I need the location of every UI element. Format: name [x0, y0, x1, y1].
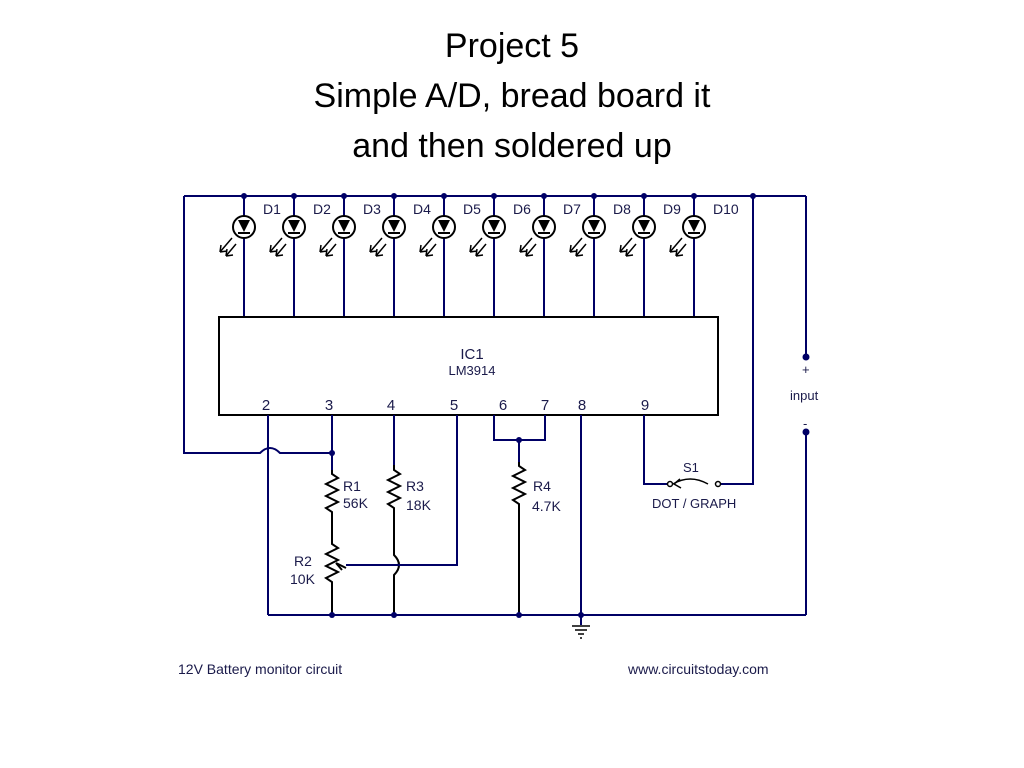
ic-pin-label: 8: [578, 397, 586, 414]
led-4: [369, 193, 406, 317]
title-line-3: and then soldered up: [352, 127, 672, 165]
title-line-2: Simple A/D, bread board it: [313, 77, 711, 115]
switch-mode-label: DOT / GRAPH: [652, 496, 736, 511]
r1-ref-label: R1: [343, 478, 361, 494]
r2-value-label: 10K: [290, 571, 316, 587]
led-1: [219, 193, 256, 317]
led-6: [469, 193, 506, 317]
led-ref-label: D10: [713, 201, 739, 217]
led-7: [519, 193, 556, 317]
led-9: [619, 193, 656, 317]
led-ref-label: D9: [663, 201, 681, 217]
pin5-wire: [346, 415, 458, 566]
r4-ref-label: R4: [533, 478, 551, 494]
r1-value-label: 56K: [343, 495, 369, 511]
r3-ref-label: R3: [406, 478, 424, 494]
led-ref-label: D3: [363, 201, 381, 217]
switch-ref-label: S1: [683, 460, 699, 475]
ic-pin-label: 2: [262, 397, 270, 414]
ground-icon: [572, 625, 590, 639]
led-5: [419, 193, 456, 317]
r2-wiper-arrow: [335, 562, 347, 571]
r4-value-label: 4.7K: [532, 498, 561, 514]
resistor-r3: [385, 465, 403, 615]
d10-wire: [720, 196, 754, 485]
input-plus-terminal[interactable]: [802, 353, 810, 361]
switch-s1[interactable]: [666, 478, 722, 489]
led-3: [319, 193, 356, 317]
led-10: [669, 193, 706, 317]
ic-pin-label: 9: [641, 397, 649, 414]
input-label: input: [790, 388, 819, 403]
title-line-1: Project 5: [444, 27, 580, 65]
led-ref-label: D7: [563, 201, 581, 217]
r2-ref-label: R2: [294, 553, 312, 569]
input-minus-label: -: [803, 416, 807, 431]
ic-bottom-pins: 2 3 4 5 6 7 8 9: [262, 397, 649, 414]
ic-pin-label: 4: [387, 397, 395, 414]
ground-junctions: [329, 612, 584, 618]
ic-pin-label: 3: [325, 397, 333, 414]
led-ref-label: D8: [613, 201, 631, 217]
footer-left-caption: 12V Battery monitor circuit: [178, 661, 342, 677]
input-plus-label: +: [802, 362, 810, 377]
led-ref-label: D5: [463, 201, 481, 217]
ic-part-label: LM3914: [449, 363, 496, 378]
led-8: [569, 193, 606, 317]
led-2: [269, 193, 306, 317]
ic-pin-label: 7: [541, 397, 549, 414]
ic-pin-label: 5: [450, 397, 458, 414]
resistor-r1: [323, 470, 341, 540]
led-ref-label: D6: [513, 201, 531, 217]
ic-pin-label: 6: [499, 397, 507, 414]
pin3-junction: [329, 450, 335, 456]
led-ref-label: D1: [263, 201, 281, 217]
led-ref-label: D4: [413, 201, 431, 217]
resistor-r2: [323, 540, 341, 615]
pin9-wire: [643, 415, 668, 485]
led-ref-label: D2: [313, 201, 331, 217]
footer-website: www.circuitstoday.com: [627, 661, 769, 677]
r3-value-label: 18K: [406, 497, 432, 513]
ic-body: [218, 316, 719, 416]
ic-ref-label: IC1: [460, 346, 483, 363]
resistor-r4: [510, 462, 528, 615]
pin6-7-junction: [516, 437, 522, 443]
